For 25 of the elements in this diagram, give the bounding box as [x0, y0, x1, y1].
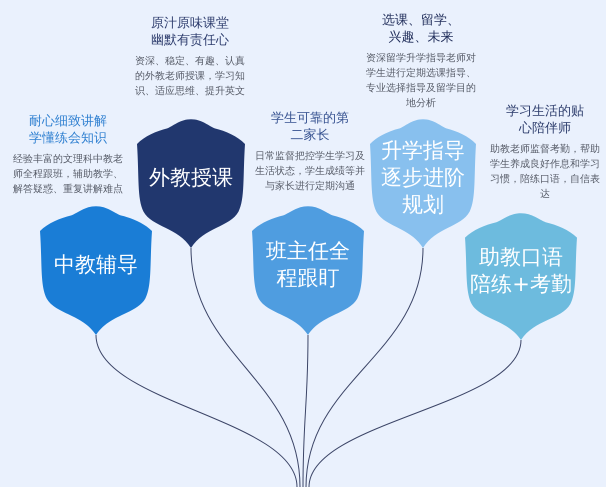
shield-label: 外教授课	[149, 164, 233, 192]
stem-line	[190, 248, 300, 487]
stem-line	[306, 248, 424, 487]
shield-label: 助教口语陪练+考勤	[470, 244, 572, 298]
shield-node	[40, 205, 152, 335]
node-heading: 学生可靠的第二家长	[270, 110, 350, 144]
node-heading: 选课、留学、兴趣、未来	[381, 12, 461, 46]
shield-label: 班主任全程跟盯	[265, 238, 351, 292]
node-heading: 学习生活的贴心陪伴师	[505, 103, 585, 137]
stem-line	[96, 334, 298, 487]
node-description: 经验丰富的文理科中教老师全程跟班，辅助教学、解答疑惑、重复讲解难点	[12, 152, 124, 197]
node-description: 助教老师监督考勤，帮助学生养成良好作息和学习习惯，陪练口语，自信表达	[489, 142, 601, 202]
node-description: 资深留学升学指导老师对学生进行定期选课指导、专业选择指导及留学目的地分析	[365, 52, 477, 111]
shield-node	[370, 118, 476, 248]
shield-label: 升学指导逐步进阶规划	[380, 137, 466, 218]
stem-line	[308, 340, 522, 487]
node-heading: 耐心细致讲解学懂练会知识	[28, 113, 108, 147]
node-heading: 原汁原味课堂幽默有责任心	[150, 15, 230, 49]
stem-line	[302, 334, 308, 487]
shield-node	[137, 118, 245, 248]
node-description: 日常监督把控学生学习及生活状态，学生成绩等并与家长进行定期沟通	[254, 150, 366, 194]
shield-node	[465, 212, 577, 340]
shield-node	[252, 205, 364, 335]
shield-label: 中教辅导	[54, 251, 138, 278]
node-description: 资深、稳定、有趣、认真的外教老师授课，学习知识、适应思维、提升英文	[134, 54, 246, 99]
